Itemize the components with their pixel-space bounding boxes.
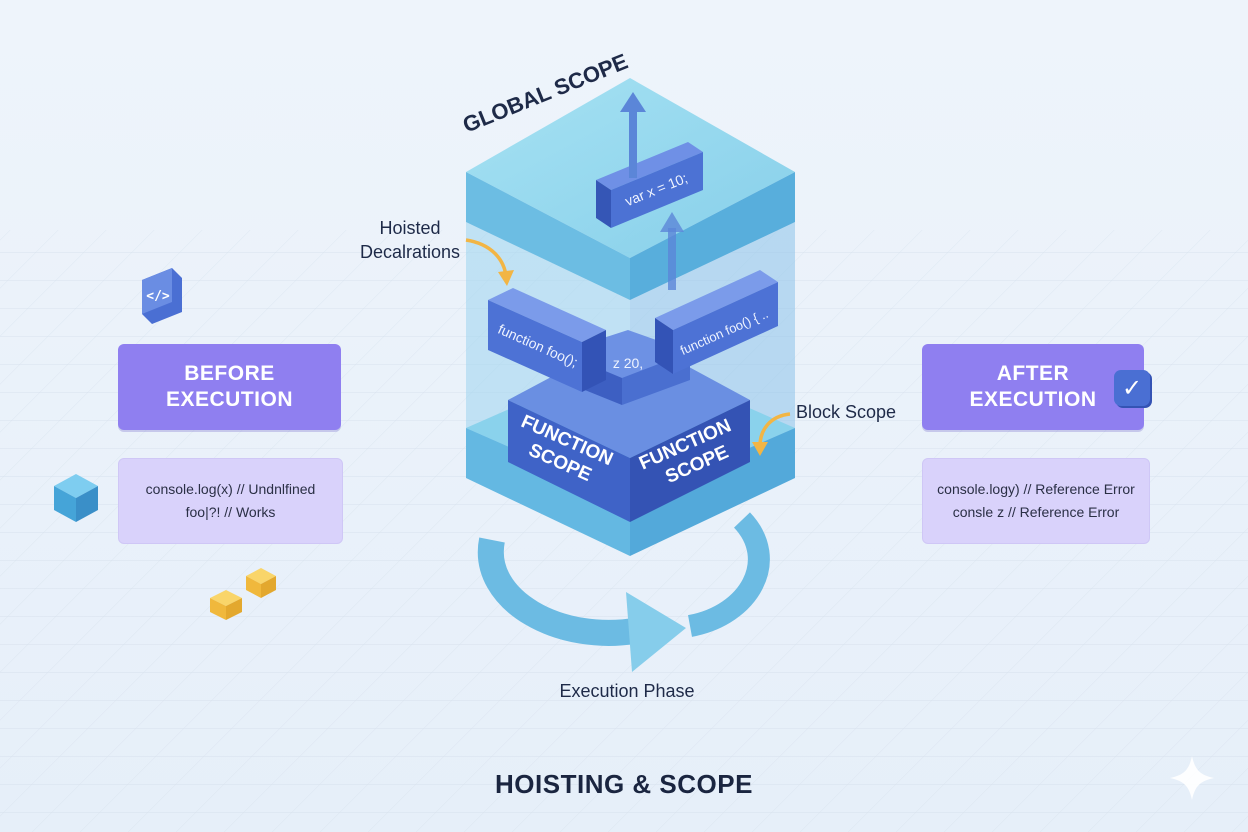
sparkle-icon (1170, 756, 1214, 800)
execution-cycle-arrow (477, 512, 770, 672)
svg-text:</>: </> (146, 289, 170, 304)
center-value-text: z 20, (613, 355, 643, 371)
checkmark-icon: ✓ (1114, 370, 1150, 406)
cube-icon (54, 474, 98, 522)
after-code-line2: consle z // Reference Error (952, 504, 1120, 520)
after-code-line1: console.logy) // Reference Error (937, 481, 1135, 497)
after-execution-box: AFTER EXECUTION (922, 344, 1144, 430)
after-title-line1: AFTER (996, 362, 1070, 385)
execution-phase-label: Execution Phase (559, 681, 695, 701)
code-icon: </> (142, 268, 182, 324)
hoisted-label-line2: Decalrations (359, 242, 461, 262)
before-execution-box: BEFORE EXECUTION (118, 344, 341, 430)
orange-arrow-icon (465, 238, 791, 456)
before-code-box: console.log(x) // Undnlfined foo|?! // W… (118, 458, 343, 544)
hoisted-label-line1: Hoisted (379, 218, 441, 238)
before-title-line2: EXECUTION (165, 388, 293, 411)
function-decl-block: function foo() { .. (655, 270, 778, 374)
yellow-cubes-icon (210, 568, 276, 620)
main-title: HOISTING & SCOPE (495, 769, 753, 799)
before-code-line2: foo|?! // Works (185, 504, 276, 520)
after-title-line2: EXECUTION (969, 388, 1097, 411)
after-code-box: console.logy) // Reference Error consle … (922, 458, 1150, 544)
up-arrow-icon (620, 92, 684, 290)
before-title-line1: BEFORE (184, 362, 275, 385)
hoisted-label: Hoisted Decalrations (350, 216, 470, 264)
before-code-line1: console.log(x) // Undnlfined (145, 481, 316, 497)
block-scope-label: Block Scope (796, 402, 897, 422)
